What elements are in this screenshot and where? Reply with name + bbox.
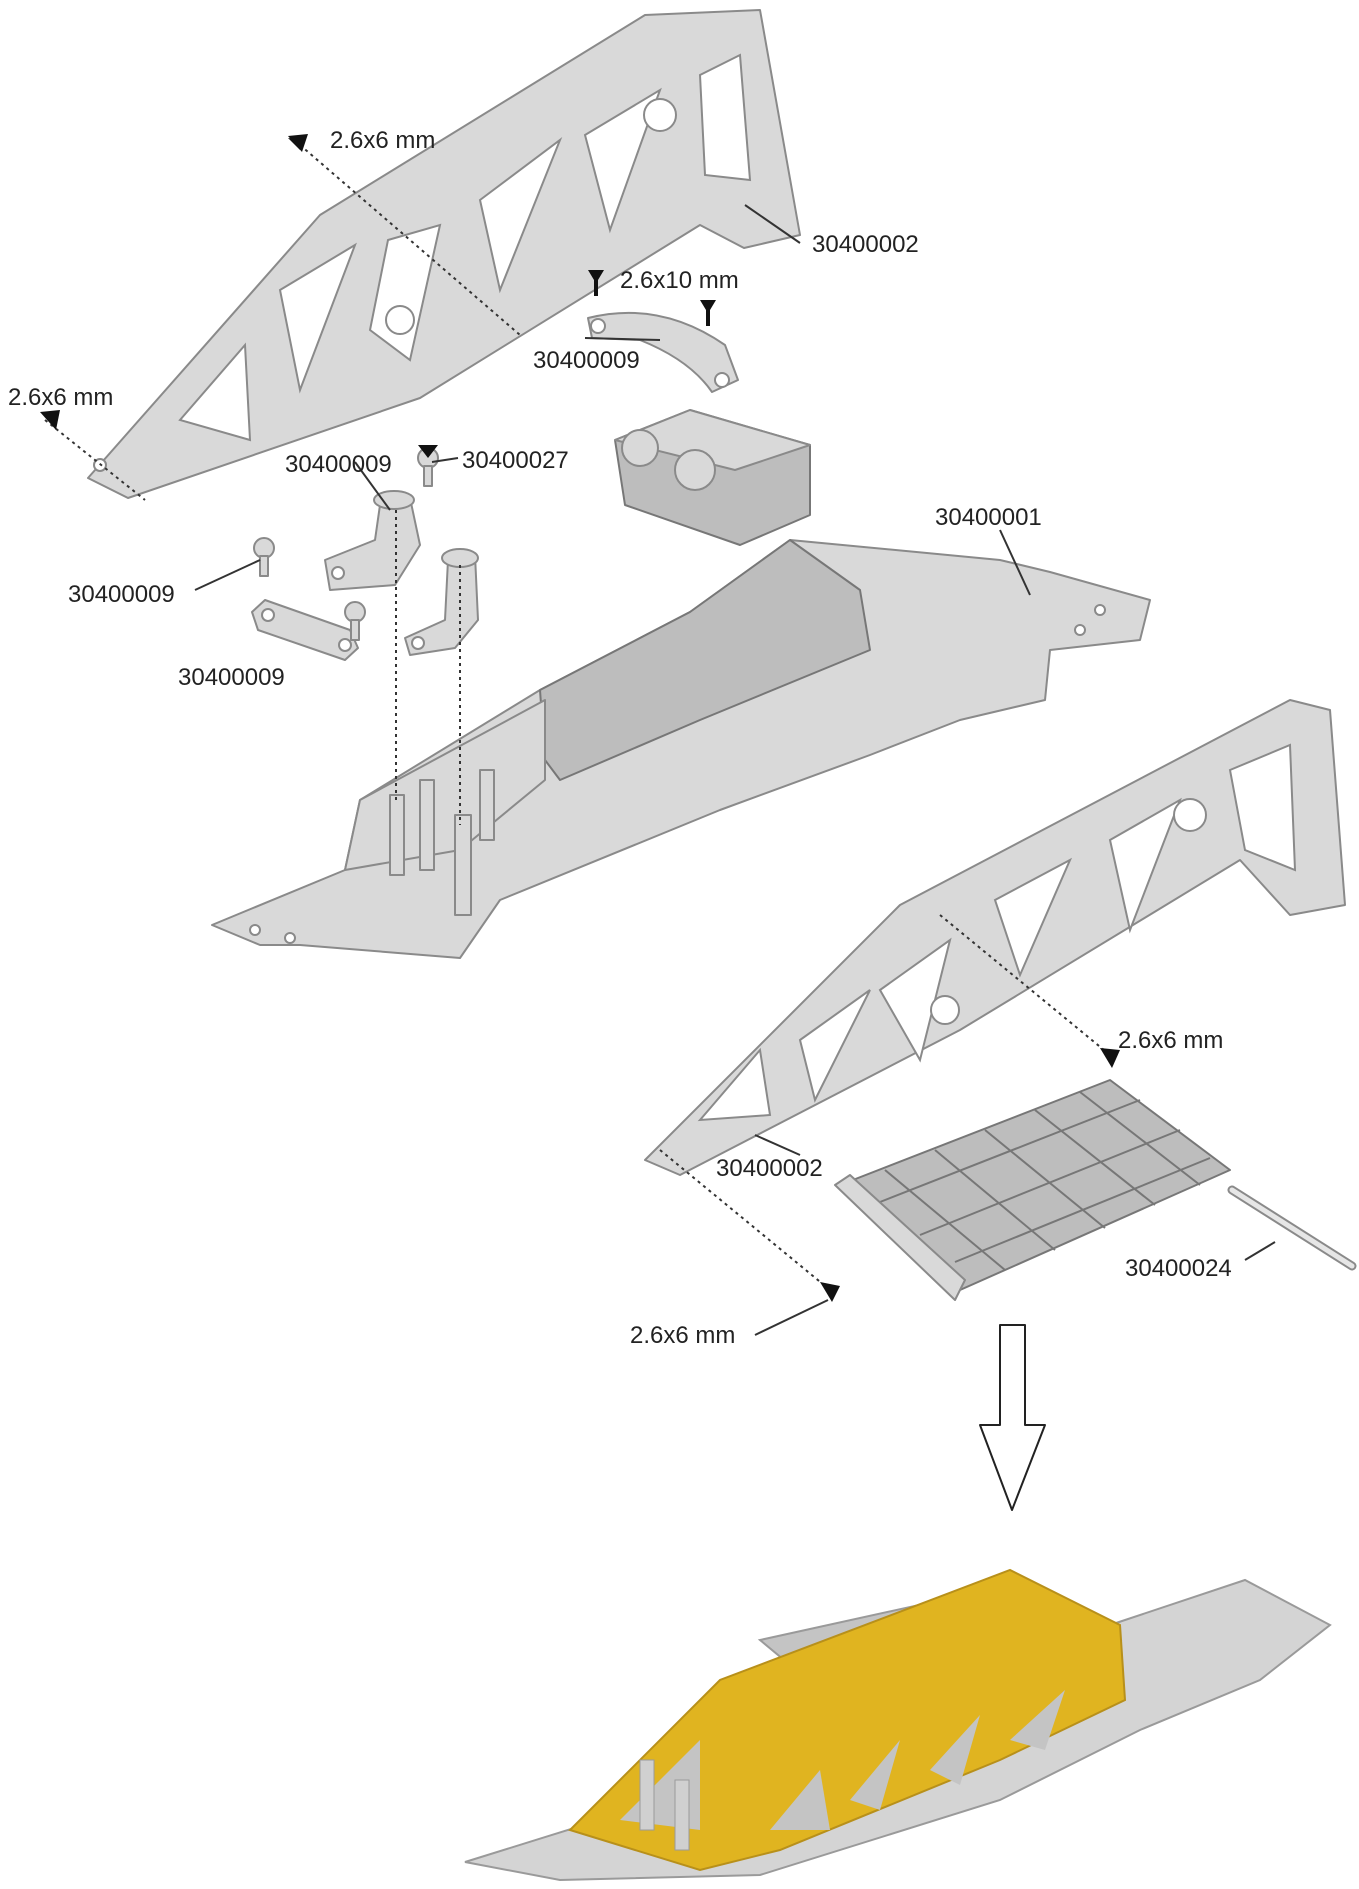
label-ball-stud-part: 30400027 [462,447,569,474]
battery-tray [834,1079,1231,1301]
screw-icon [418,445,438,458]
top-side-frame [87,9,801,499]
label-lower-frame-screw-right: 2.6x6 mm [1118,1027,1223,1054]
servo-saver-arm [587,311,739,393]
label-chassis-part: 30400001 [935,504,1042,531]
screw-icon [588,270,604,296]
label-lower-frame-part: 30400002 [716,1155,823,1182]
label-lower-frame-screw-left: 2.6x6 mm [630,1322,735,1349]
screw-icon [288,134,308,152]
label-link-part: 30400009 [178,664,285,691]
bellcrank-left [324,490,421,591]
down-arrow-icon [979,1324,1046,1511]
assembly-guide-lines [44,144,1111,1291]
screw-icon [700,300,716,326]
leader-lines [194,204,1276,1336]
label-ball-stud-left-part: 30400009 [68,581,175,608]
assembled-chassis [464,1568,1332,1882]
label-top-frame-part: 30400002 [812,231,919,258]
label-servo-saver-screw: 2.6x10 mm [620,267,739,294]
screw-icon [40,410,60,430]
lower-side-frame [644,699,1346,1176]
label-top-frame-screw: 2.6x6 mm [330,127,435,154]
screw-icons [40,134,1120,1302]
screw-icon [820,1282,840,1302]
servo [614,409,811,546]
bellcrank-right [404,548,479,656]
screw-icon [1100,1048,1120,1068]
ball-studs [253,447,439,641]
steering-link [251,599,359,661]
label-bellcrank-part: 30400009 [285,451,392,478]
battery-pin [1227,1185,1357,1271]
label-left-frame-screw: 2.6x6 mm [8,384,113,411]
main-chassis [211,539,1151,959]
label-servo-saver-part: 30400009 [533,347,640,374]
label-battery-pin-part: 30400024 [1125,1255,1232,1282]
